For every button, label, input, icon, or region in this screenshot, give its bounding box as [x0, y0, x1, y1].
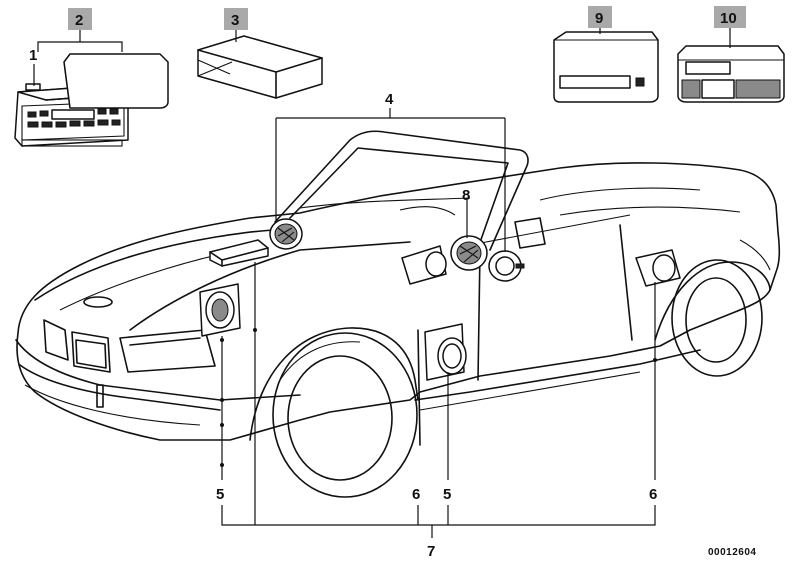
callout-5-left: 5	[216, 486, 224, 503]
callout-10-box	[714, 6, 746, 28]
cd-changer-unit-alt	[677, 45, 785, 103]
radio-cover	[63, 53, 169, 109]
callout-1: 1	[29, 47, 37, 64]
callout-2-box	[68, 8, 92, 30]
cd-changer-unit	[553, 31, 659, 103]
callout-9-box	[588, 6, 612, 28]
callout-5-right: 5	[443, 486, 451, 503]
callout-3-box	[224, 8, 248, 30]
callout-9: 9	[595, 10, 603, 27]
callout-4: 4	[385, 91, 394, 108]
woofer-front-right	[424, 323, 467, 381]
callout-8: 8	[462, 187, 470, 204]
tweeter-grille	[450, 235, 488, 271]
callout-6-left: 6	[412, 486, 420, 503]
convertible-car-illustration	[15, 130, 781, 498]
leader-lines	[33, 26, 731, 538]
callout-3: 3	[231, 12, 239, 29]
door-speaker-mid	[401, 245, 447, 285]
document-number: 00012604	[708, 547, 757, 558]
speaker-rear	[635, 249, 681, 287]
tweeter-right	[488, 250, 525, 282]
control-unit-box	[197, 35, 323, 99]
callout-6-right: 6	[649, 486, 657, 503]
speaker-control-module	[209, 239, 269, 267]
callout-7: 7	[427, 543, 435, 560]
woofer-front-left	[199, 283, 241, 337]
callout-10: 10	[720, 10, 737, 27]
callout-labels: 1 2 3 4 5 5 6 6 7 8 9 10	[29, 6, 746, 560]
tweeter-left	[269, 218, 303, 250]
callout-2: 2	[75, 12, 83, 29]
